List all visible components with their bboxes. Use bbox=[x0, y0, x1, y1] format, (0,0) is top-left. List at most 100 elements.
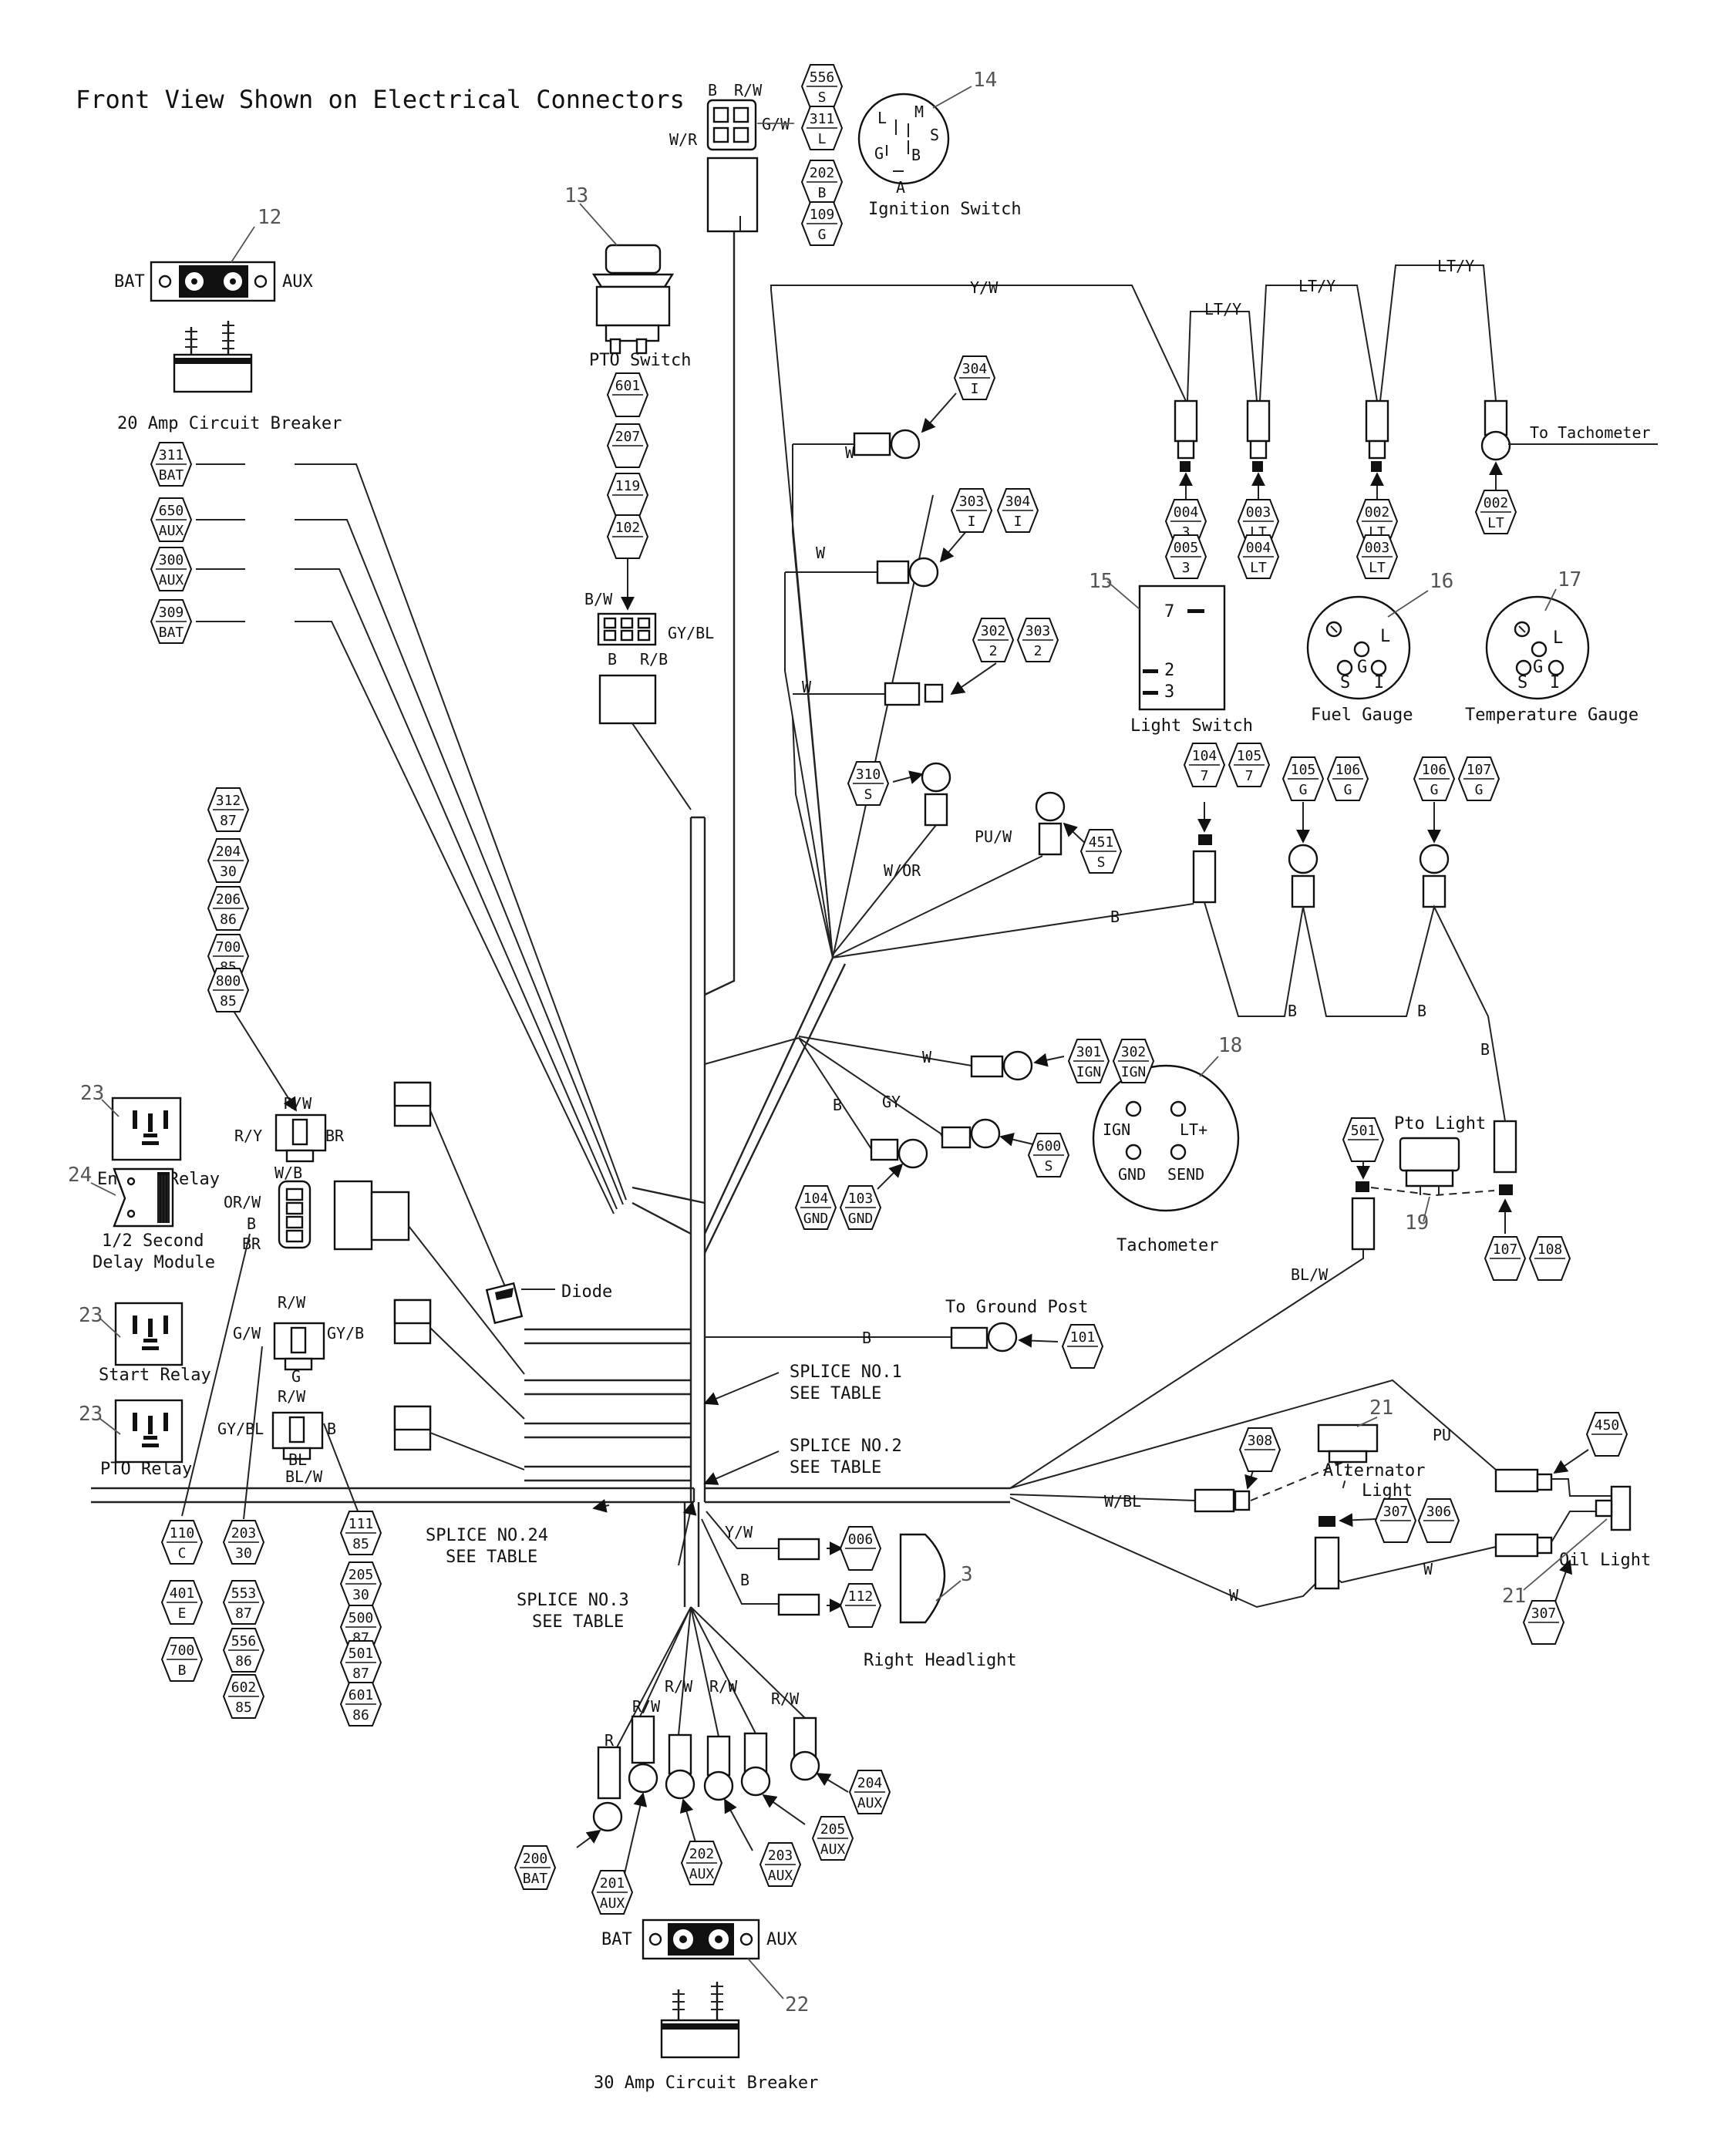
wire-tag-number: 553 bbox=[231, 1585, 257, 1602]
wire-color-label: B bbox=[608, 650, 617, 669]
wire-tag-number: 204 bbox=[857, 1775, 883, 1791]
wire-tag-number: 307 bbox=[1531, 1605, 1557, 1622]
wire-tag-number: 311 bbox=[810, 111, 835, 127]
wire-color-label: PU/W bbox=[975, 827, 1012, 846]
wire-tag: 112 bbox=[839, 1583, 882, 1628]
light-switch-label: Light Switch bbox=[1130, 716, 1253, 736]
wire-tag-number: 204 bbox=[216, 844, 241, 860]
wire-tag-terminal: S bbox=[1045, 1158, 1053, 1174]
pin-label: 2 bbox=[1164, 661, 1174, 680]
wire-color-label: R/W bbox=[734, 81, 763, 99]
pin-label: SEND bbox=[1167, 1165, 1204, 1184]
wire-color-label: R/W bbox=[278, 1293, 306, 1312]
aux-label: AUX bbox=[282, 272, 313, 291]
wire-tag-number: 106 bbox=[1422, 762, 1447, 778]
cb20-label: 20 Amp Circuit Breaker bbox=[117, 414, 342, 433]
pin-label: 7 bbox=[1164, 602, 1174, 622]
wire-tag-terminal: G bbox=[818, 227, 827, 243]
right-headlight-label: Right Headlight bbox=[864, 1651, 1017, 1670]
wire-tag-terminal: L bbox=[818, 131, 827, 147]
wire-tag-number: 306 bbox=[1426, 1504, 1452, 1520]
wire-tag-terminal: 87 bbox=[235, 1605, 252, 1622]
wire-tag: 207 bbox=[606, 423, 649, 468]
callout-12: 12 bbox=[258, 206, 281, 229]
pin-label: G bbox=[1357, 658, 1367, 677]
pin-label: 3 bbox=[1164, 682, 1174, 702]
wire-tag: 501 bbox=[1342, 1117, 1385, 1162]
wire-color-label: OR/W bbox=[224, 1193, 261, 1211]
wire-tag-number: 556 bbox=[810, 69, 835, 86]
wire-tag-number: 300 bbox=[159, 552, 184, 568]
wire-tag-terminal: 87 bbox=[220, 813, 237, 829]
wire-color-label: PU bbox=[1433, 1426, 1451, 1444]
wire-tag-number: 401 bbox=[170, 1585, 195, 1602]
splice3-table: SEE TABLE bbox=[532, 1612, 624, 1632]
wire-tag-terminal: BAT bbox=[523, 1871, 548, 1887]
wire-tag-number: 005 bbox=[1174, 540, 1199, 556]
wire-tag-terminal: 85 bbox=[352, 1536, 369, 1552]
wire-tag-number: 600 bbox=[1036, 1138, 1062, 1154]
wire-tag-terminal: 2 bbox=[1034, 643, 1042, 659]
wire-tag: 306 bbox=[1417, 1498, 1460, 1543]
wire-tag-number: 106 bbox=[1335, 762, 1361, 778]
pto-switch-label: PTO Switch bbox=[589, 351, 691, 370]
wire-tag-terminal: AUX bbox=[689, 1866, 715, 1882]
callout-14: 14 bbox=[973, 69, 997, 92]
wire-color-label: LT/Y bbox=[1204, 300, 1241, 318]
wire-tag-number: 309 bbox=[159, 605, 184, 621]
terminals-upper-right: To Tachometer B B B bbox=[785, 392, 1658, 1122]
wire-tag-number: 601 bbox=[615, 378, 641, 394]
wire-tag-number: 312 bbox=[216, 793, 241, 809]
wire-color-label: GY/BL bbox=[668, 624, 714, 642]
wire-tag-number: 800 bbox=[216, 973, 241, 989]
wire-color-label: W bbox=[1423, 1560, 1433, 1578]
wire-tag-number: 002 bbox=[1365, 504, 1390, 520]
ignition-switch-label: Ignition Switch bbox=[868, 200, 1022, 219]
wire-tag-terminal: I bbox=[968, 514, 976, 530]
wire-tag-terminal: S bbox=[818, 89, 827, 106]
wire-tag-terminal: G bbox=[1475, 782, 1484, 798]
wire-color-label: GY bbox=[882, 1093, 901, 1111]
wire-color-label: B bbox=[1417, 1002, 1426, 1020]
page-title: Front View Shown on Electrical Connector… bbox=[76, 85, 685, 114]
wire-tag-number: 203 bbox=[768, 1848, 793, 1864]
wire-tag-number: 700 bbox=[216, 939, 241, 955]
circuit-breaker-30a: BAT AUX 30 Amp Circuit Breaker 22 bbox=[594, 1919, 818, 2093]
wire-color-label: B bbox=[1288, 1002, 1297, 1020]
wire-tag-number: 205 bbox=[349, 1567, 374, 1583]
splice3-label: SPLICE NO.3 bbox=[517, 1591, 629, 1610]
wire-tag-number: 601 bbox=[349, 1687, 374, 1703]
fuel-gauge: L G S I Fuel Gauge 16 bbox=[1306, 570, 1453, 725]
wire-tag-terminal: 3 bbox=[1182, 524, 1191, 541]
wire-tag: 308 bbox=[1238, 1427, 1281, 1472]
wire-tag-number: 004 bbox=[1246, 540, 1271, 556]
wire-tag-number: 451 bbox=[1089, 834, 1114, 851]
wire-tag-terminal: BAT bbox=[159, 467, 184, 483]
aux-label: AUX bbox=[766, 1930, 797, 1949]
wire-tag-number: 303 bbox=[959, 494, 985, 510]
cb30-wires: R R/W R/W R/W R/W bbox=[576, 1606, 849, 1875]
wire-tag-number: 307 bbox=[1383, 1504, 1409, 1520]
wire-tag-number: 500 bbox=[349, 1610, 374, 1626]
tachometer: IGN LT+ GND SEND Tachometer 18 bbox=[1092, 1034, 1242, 1255]
callout-16: 16 bbox=[1430, 570, 1453, 593]
wire-tag-terminal: 7 bbox=[1201, 768, 1209, 784]
alternator-light-label-1: Alternator bbox=[1323, 1461, 1425, 1481]
wire-tag-number: 003 bbox=[1365, 540, 1390, 556]
wire-tag: 601 bbox=[606, 372, 649, 417]
callout-13: 13 bbox=[564, 184, 588, 207]
